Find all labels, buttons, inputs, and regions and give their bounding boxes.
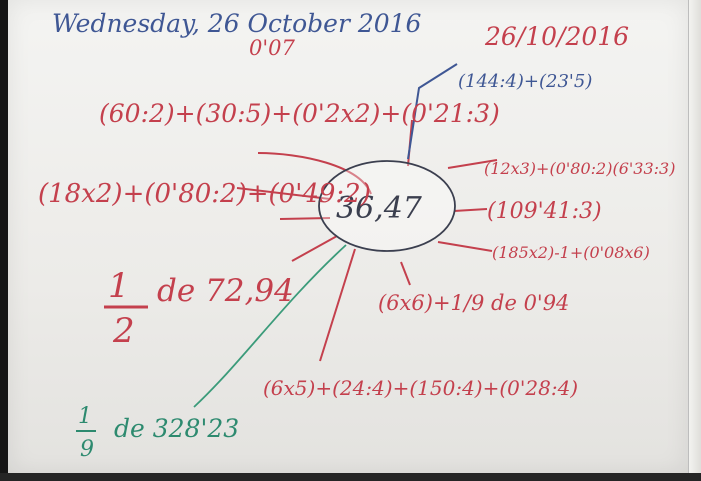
adjacent-board-edge <box>688 0 701 481</box>
connector-lower-center <box>400 261 411 286</box>
fraction-left-numerator: 1 <box>108 266 130 306</box>
connector-left-upper <box>257 152 372 195</box>
connector-blue <box>407 63 458 160</box>
expression-right-middle: (109'41:3) <box>487 199 602 224</box>
center-bubble <box>318 160 456 252</box>
connector-fraction-left <box>291 235 338 262</box>
center-value: 36,47 <box>336 191 423 226</box>
header-time: 0'07 <box>249 36 295 60</box>
fraction-bottom-left-numerator: 1 <box>78 404 92 429</box>
fraction-bottom-left-denominator: 9 <box>80 437 94 462</box>
expression-right-lower: (185x2)-1+(0'08x6) <box>492 243 650 262</box>
fraction-bottom-left-text: de 328'23 <box>114 414 239 443</box>
fraction-left-denominator: 2 <box>112 311 135 351</box>
whiteboard-surface <box>8 0 693 475</box>
expression-lower-center: (6x6)+1/9 de 0'94 <box>378 291 569 315</box>
connector-green <box>193 244 347 408</box>
connector-left-middle <box>236 187 331 200</box>
connector-bottom <box>319 248 356 362</box>
header-numeric-date: 26/10/2016 <box>484 22 629 51</box>
fraction-left-text: de 72,94 <box>157 273 294 309</box>
expression-left-upper: (60:2)+(30:5)+(0'2x2)+(0'21:3) <box>99 99 500 128</box>
expression-right-upper: (12x3)+(0'80:2)(6'33:3) <box>484 159 675 178</box>
header-date: Wednesday, 26 October 2016 <box>52 9 422 38</box>
expression-top-right: (144:4)+(23'5) <box>458 71 592 92</box>
expression-bottom: (6x5)+(24:4)+(150:4)+(0'28:4) <box>263 376 578 400</box>
connector-right-upper <box>447 159 498 169</box>
expression-left-middle: (18x2)+(0'80:2)+(0'49:2) <box>38 179 371 209</box>
board-bottom-edge <box>0 473 701 481</box>
connector-right-middle <box>453 208 488 212</box>
connector-right-lower <box>437 241 493 252</box>
